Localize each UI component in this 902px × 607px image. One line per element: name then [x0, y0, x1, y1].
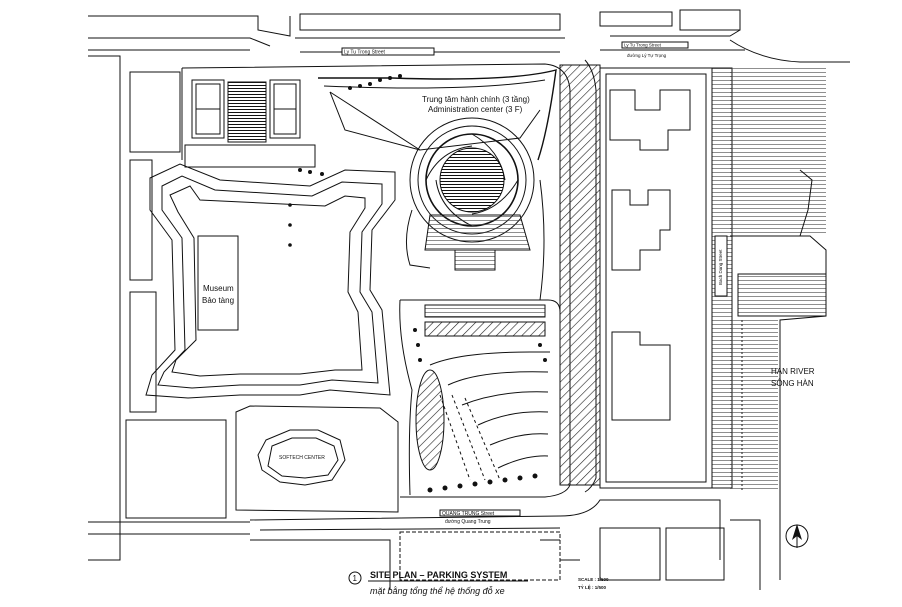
- parking-lot: [399, 299, 561, 496]
- softech-lot: [235, 405, 399, 513]
- top-city-blocks: [88, 9, 745, 53]
- title-main: SITE PLAN – PARKING SYSTEM: [370, 570, 507, 580]
- north-arrow-icon: [785, 524, 809, 548]
- south-blocks: [249, 499, 761, 590]
- street-label-ly-tu-trong-vn: đường Lý Tự Trọng: [627, 53, 667, 58]
- museum-label-vn: Bảo tàng: [202, 296, 234, 305]
- title-scale-vn: TỶ LỆ : 1/500: [578, 583, 607, 590]
- east-blocks: [559, 59, 733, 493]
- softech-label: SOFTECH CENTER: [279, 455, 325, 461]
- street-label-quang-trung: QUANG TRUNG Street: [442, 511, 495, 517]
- administration-center: [318, 69, 557, 301]
- river-bank: [729, 39, 850, 580]
- title-subtitle: mặt bằng tổng thể hệ thống đỗ xe: [370, 586, 505, 596]
- title-number: 1: [353, 574, 358, 583]
- tree-clusters: [288, 74, 547, 493]
- museum-label-en: Museum: [203, 284, 234, 293]
- sports-courts: [184, 79, 316, 168]
- river-label-en: HAN RIVER: [771, 367, 815, 376]
- title-scale-en: SCALE : 1/500: [578, 577, 609, 582]
- street-label-ly-tu-trong-left: Ly Tu Trong Street: [344, 50, 386, 56]
- museum-fort: [145, 163, 396, 399]
- street-label-ly-tu-trong-right: Ly Tu Trong Street: [624, 43, 662, 48]
- left-city-blocks: [88, 55, 250, 561]
- admin-label-en: Administration center (3 F): [428, 105, 523, 114]
- title-block: 1 SITE PLAN – PARKING SYSTEM mặt bằng tổ…: [348, 570, 609, 596]
- river-label-vn: SÔNG HÀN: [771, 379, 814, 388]
- street-label-quang-trung-vn: đường Quang Trung: [445, 519, 491, 525]
- admin-label-vn: Trung tâm hành chính (3 tầng): [422, 95, 530, 104]
- street-label-bach-dang: Bach Dang Street: [718, 249, 723, 285]
